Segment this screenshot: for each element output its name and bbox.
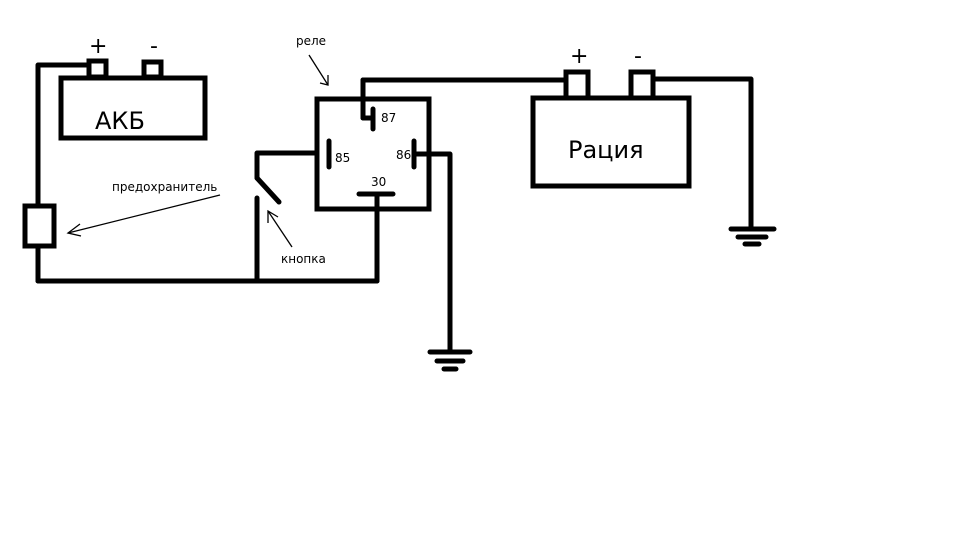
wire-switch-to-85 <box>254 150 329 181</box>
relay: реле 87 85 86 30 <box>296 34 432 212</box>
ground-symbol-radio <box>728 226 777 247</box>
fuse-arrow-head <box>66 223 82 237</box>
switch-lever <box>254 175 282 205</box>
radio: Рация + - <box>530 44 692 189</box>
battery-body <box>58 75 208 141</box>
radio-plus-terminal <box>563 69 591 101</box>
pin-86-label: 86 <box>396 148 411 162</box>
relay-arrow-line <box>308 54 329 86</box>
radio-plus-sign: + <box>570 44 588 69</box>
battery-minus-terminal <box>141 59 164 80</box>
battery-label: АКБ <box>95 107 145 135</box>
relay-arrow-head <box>319 75 329 86</box>
pin-85-label: 85 <box>335 151 350 165</box>
fuse-label: предохранитель <box>112 180 217 194</box>
ground-symbol-relay <box>427 349 473 372</box>
fuse: предохранитель <box>22 180 221 249</box>
button-arrow-head <box>267 209 279 223</box>
pin-30-label: 30 <box>371 175 386 189</box>
wire-radio-minus-to-ground <box>650 76 754 232</box>
pin-87-label: 87 <box>381 111 396 125</box>
battery: АКБ + - <box>58 34 208 141</box>
button-switch: кнопка <box>254 150 329 284</box>
wire-86-to-ground <box>411 151 453 354</box>
fuse-body <box>22 203 57 249</box>
wire-battery-to-fuse <box>35 62 92 208</box>
battery-plus-sign: + <box>89 34 107 59</box>
button-arrow-line <box>267 210 293 248</box>
fuse-arrow-line <box>67 194 221 234</box>
button-label: кнопка <box>281 252 326 266</box>
radio-body <box>530 95 692 189</box>
radio-label: Рация <box>568 136 644 164</box>
radio-minus-sign: - <box>634 44 642 69</box>
battery-plus-terminal <box>86 58 109 80</box>
radio-minus-terminal <box>628 69 656 101</box>
relay-label: реле <box>296 34 326 48</box>
battery-minus-sign: - <box>150 34 158 59</box>
